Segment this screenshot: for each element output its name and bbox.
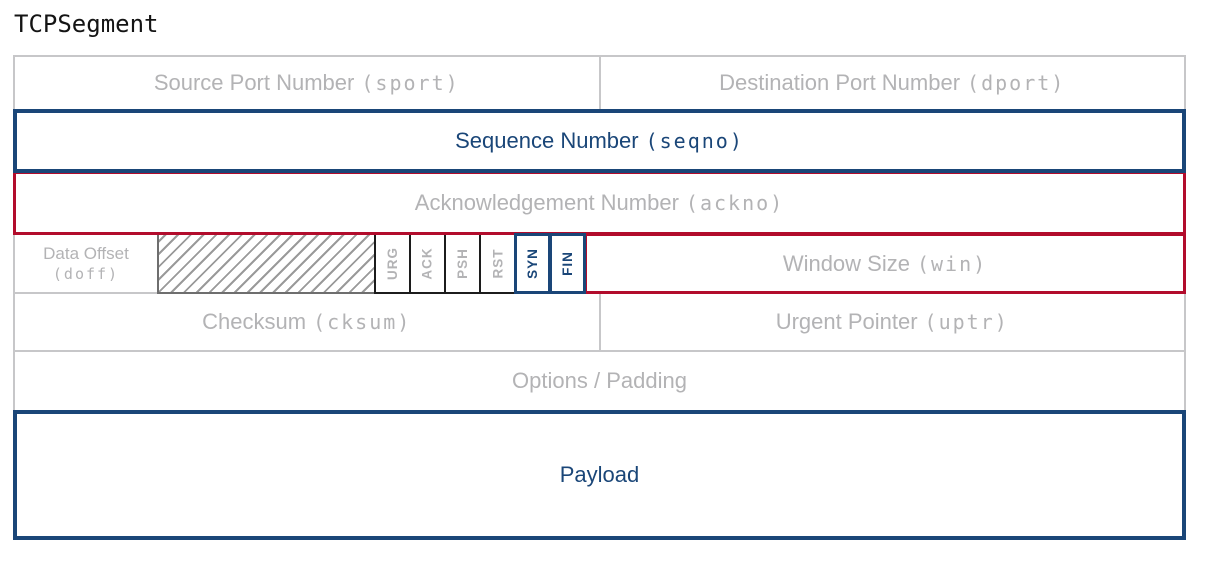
field-urgent-pointer: Urgent Pointer (uptr)	[598, 292, 1186, 352]
field-source-port: Source Port Number (sport)	[13, 55, 601, 111]
flag-rst: RST	[479, 233, 516, 294]
row-flags: Data Offset (doff) URG ACK PSH RST SYN F…	[13, 233, 1186, 294]
sequence-number-code: (seqno)	[645, 129, 744, 153]
row-checksum: Checksum (cksum) Urgent Pointer (uptr)	[13, 292, 1186, 352]
urgent-pointer-label: Urgent Pointer	[775, 309, 918, 334]
flag-psh: PSH	[444, 233, 481, 294]
window-size-label: Window Size	[782, 250, 910, 276]
acknowledgement-number-code: (ackno)	[685, 191, 785, 215]
source-port-code: (sport)	[361, 71, 460, 95]
options-padding-label: Options / Padding	[512, 368, 687, 393]
urgent-pointer-code: (uptr)	[924, 310, 1009, 334]
field-sequence-number: Sequence Number (seqno)	[13, 109, 1186, 173]
field-destination-port: Destination Port Number (dport)	[598, 55, 1186, 111]
segment-grid: Source Port Number (sport) Destination P…	[13, 55, 1186, 540]
diagram-title: TCPSegment	[14, 10, 159, 38]
checksum-code: (cksum)	[313, 310, 412, 334]
row-ports: Source Port Number (sport) Destination P…	[13, 55, 1186, 111]
flag-syn: SYN	[514, 233, 551, 294]
flag-fin: FIN	[549, 233, 586, 294]
flag-syn-label: SYN	[524, 248, 540, 279]
flag-rst-label: RST	[490, 248, 505, 279]
field-options-padding: Options / Padding	[13, 350, 1186, 412]
flag-urg-label: URG	[385, 247, 400, 280]
window-size-code: (win)	[916, 251, 988, 276]
payload-label: Payload	[559, 462, 640, 487]
row-sequence-number: Sequence Number (seqno)	[13, 109, 1186, 173]
flag-fin-label: FIN	[560, 251, 575, 276]
checksum-label: Checksum	[202, 309, 307, 334]
source-port-label: Source Port Number	[153, 70, 355, 95]
sequence-number-label: Sequence Number	[455, 128, 639, 153]
field-acknowledgement-number: Acknowledgement Number (ackno)	[13, 171, 1186, 235]
flag-ack-label: ACK	[420, 247, 435, 280]
row-acknowledgement-number: Acknowledgement Number (ackno)	[13, 171, 1186, 235]
field-data-offset: Data Offset (doff)	[13, 233, 159, 294]
field-checksum: Checksum (cksum)	[13, 292, 601, 352]
row-payload: Payload	[13, 410, 1186, 540]
field-payload: Payload	[13, 410, 1186, 540]
reserved-bits-hatched-area	[157, 233, 376, 294]
flag-ack: ACK	[409, 233, 446, 294]
field-window-size: Window Size (win)	[584, 233, 1186, 294]
destination-port-label: Destination Port Number	[719, 70, 961, 95]
flag-psh-label: PSH	[454, 248, 470, 279]
row-options: Options / Padding	[13, 350, 1186, 412]
flag-urg: URG	[374, 233, 411, 294]
destination-port-code: (dport)	[967, 71, 1066, 95]
data-offset-label: Data Offset	[43, 244, 129, 264]
data-offset-code: (doff)	[52, 264, 120, 283]
acknowledgement-number-label: Acknowledgement Number	[414, 190, 679, 215]
tcp-segment-diagram: TCPSegment Source Port Number (sport) De…	[13, 10, 1186, 540]
